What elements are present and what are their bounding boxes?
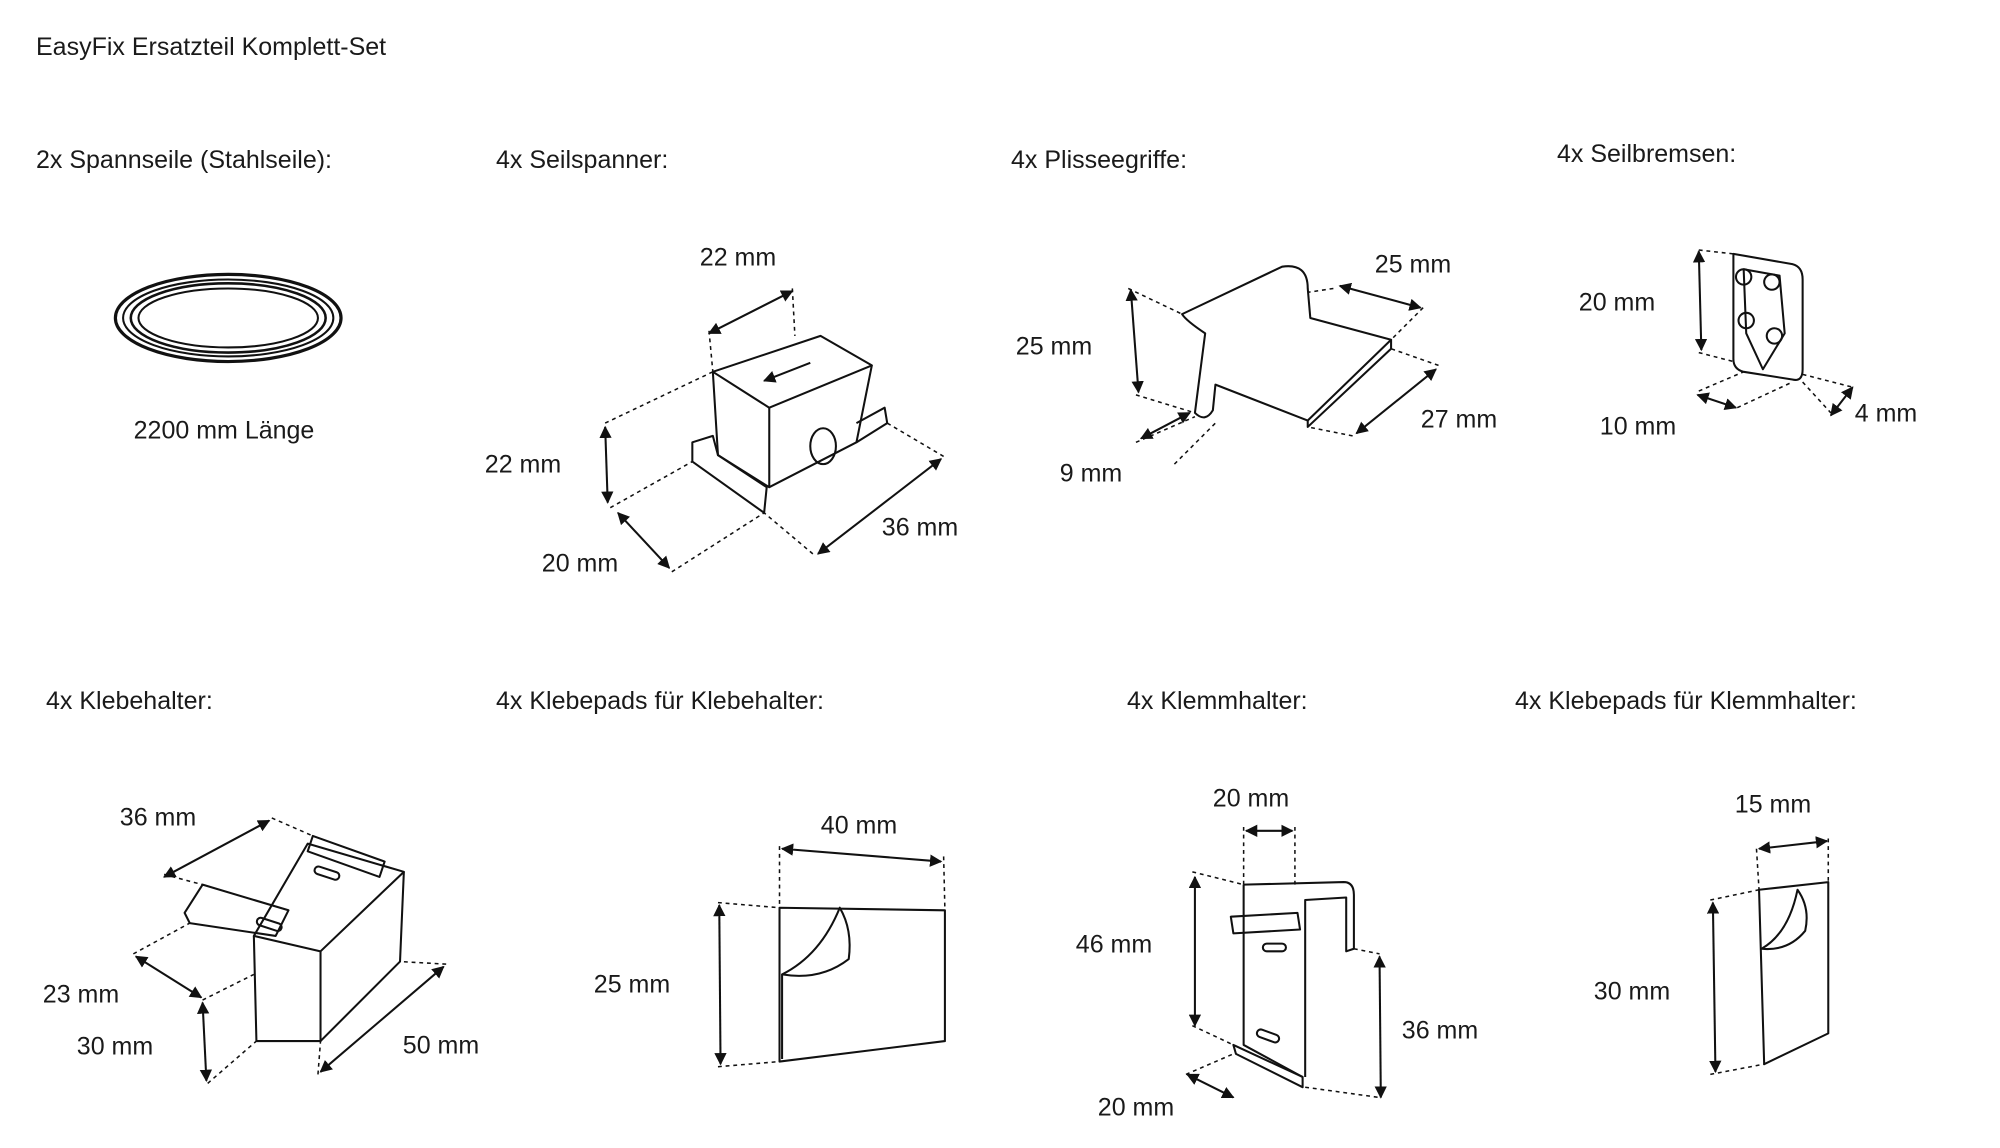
adhesive-pad-small-drawing bbox=[1706, 836, 1830, 1076]
dimension-label: 20 mm bbox=[541, 549, 619, 578]
dimension-label: 10 mm bbox=[1599, 412, 1677, 441]
header-spannseile: 2x Spannseile (Stahlseile): bbox=[36, 146, 332, 174]
dimension-label: 9 mm bbox=[1059, 459, 1123, 488]
dimension-label: 36 mm bbox=[119, 803, 197, 832]
dimension-label: 2200 mm Länge bbox=[133, 416, 315, 445]
dimension-label: 50 mm bbox=[402, 1031, 480, 1060]
dimension-label: 22 mm bbox=[699, 243, 777, 272]
header-klebepads-klebehalter: 4x Klebepads für Klebehalter: bbox=[496, 687, 824, 715]
header-seilbremsen: 4x Seilbremsen: bbox=[1557, 140, 1737, 168]
dimension-label: 40 mm bbox=[820, 811, 898, 840]
dimension-label: 36 mm bbox=[1401, 1016, 1479, 1045]
pleat-handle-drawing bbox=[1125, 265, 1439, 465]
header-klebehalter: 4x Klebehalter: bbox=[46, 687, 213, 715]
clamp-holder-drawing bbox=[1185, 824, 1387, 1099]
header-klebepads-klemmhalter: 4x Klebepads für Klemmhalter: bbox=[1515, 687, 1857, 715]
dimension-label: 20 mm bbox=[1212, 784, 1290, 813]
header-klemmhalter: 4x Klemmhalter: bbox=[1127, 687, 1308, 715]
adhesive-holder-drawing bbox=[132, 817, 447, 1084]
rope-tensioner-drawing bbox=[599, 288, 945, 573]
dimension-label: 25 mm bbox=[1374, 250, 1452, 279]
dimension-label: 30 mm bbox=[76, 1032, 154, 1061]
page-title: EasyFix Ersatzteil Komplett-Set bbox=[36, 33, 387, 61]
dimension-label: 15 mm bbox=[1734, 790, 1812, 819]
dimension-label: 22 mm bbox=[484, 450, 562, 479]
adhesive-pad-large-drawing bbox=[713, 843, 946, 1068]
dimension-label: 20 mm bbox=[1578, 288, 1656, 317]
dimension-label: 30 mm bbox=[1593, 977, 1671, 1006]
steel-cable-coil-drawing bbox=[113, 272, 343, 364]
dimension-label: 36 mm bbox=[881, 513, 959, 542]
rope-brake-drawing bbox=[1692, 249, 1854, 417]
dimension-label: 23 mm bbox=[42, 980, 120, 1009]
dimension-label: 25 mm bbox=[1015, 332, 1093, 361]
dimension-label: 27 mm bbox=[1420, 405, 1498, 434]
dimension-label: 46 mm bbox=[1075, 930, 1153, 959]
dimension-label: 25 mm bbox=[593, 970, 671, 999]
dimension-label: 4 mm bbox=[1854, 399, 1918, 428]
dimension-label: 20 mm bbox=[1097, 1093, 1175, 1122]
header-seilspanner: 4x Seilspanner: bbox=[496, 146, 669, 174]
header-plisseegriffe: 4x Plisseegriffe: bbox=[1011, 146, 1188, 174]
